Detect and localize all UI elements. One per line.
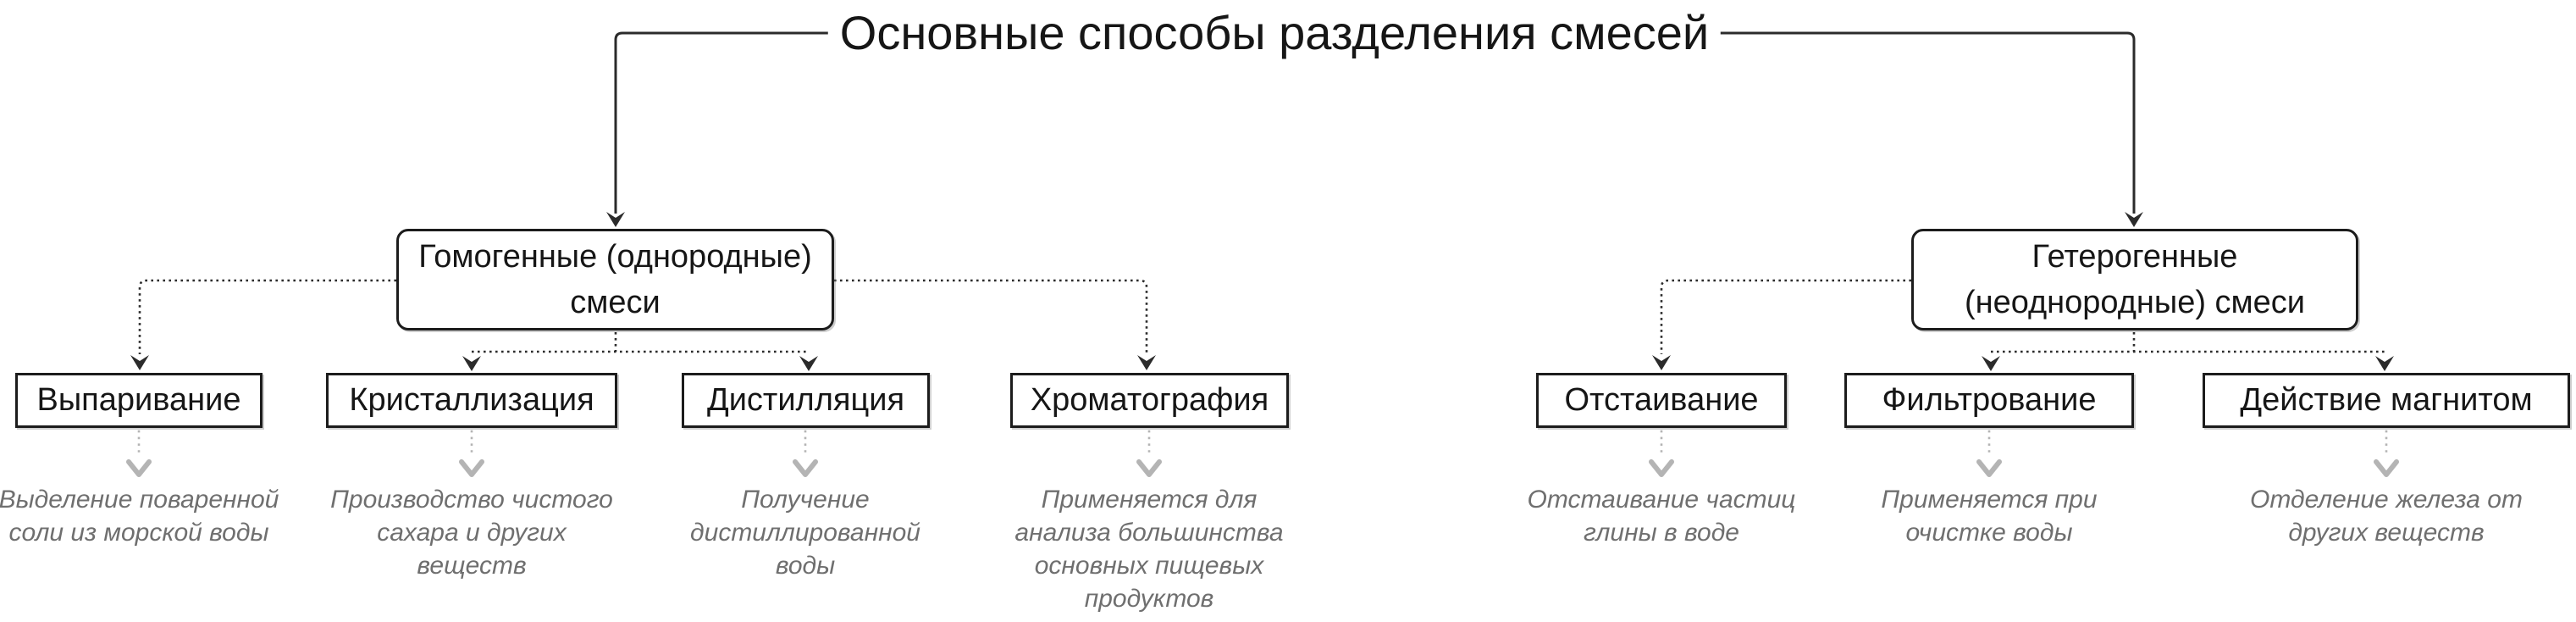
arrowhead-filtration [1982,356,2000,371]
node-crystallization: Кристаллизация [326,373,617,428]
node-chromatography: Хроматография [1010,373,1289,428]
node-settling: Отстаивание [1536,373,1787,428]
arrowhead-distillation [799,356,818,371]
chevron-chromatography [1136,459,1162,477]
connector-to-settling [1660,279,1917,354]
node-filtration: Фильтрование [1844,373,2134,428]
arrowhead-magnet [2375,356,2394,371]
method-description-leaders [137,424,2388,455]
chevron-settling [1649,459,1674,477]
chevron-magnet [2374,459,2399,477]
arrowhead-homogeneous [606,212,625,227]
node-heterogeneous-mixtures: Гетерогенные (неоднородные) смеси [1911,229,2358,330]
arrowhead-chromatography [1137,355,1156,370]
node-homogeneous-mixtures: Гомогенные (однородные) смеси [396,229,834,330]
chevron-filtration [1976,459,2002,477]
node-distillation: Дистилляция [682,373,930,428]
node-evaporation: Выпаривание [15,373,263,428]
description-chromatography: Применяется для анализа большинства осно… [1014,486,1284,613]
connector-title-to-heterogeneous [1274,31,2136,214]
description-distillation: Получение дистиллированной воды [690,486,920,580]
dotted-arrowheads [130,355,2394,371]
arrowhead-evaporation [130,355,149,370]
arrowhead-crystallization [462,356,481,371]
diagram-title: Основные способы разделения смесей [827,6,1722,60]
chevron-evaporation [126,459,152,477]
node-magnet-action: Действие магнитом [2203,373,2570,428]
arrowhead-settling [1652,355,1671,370]
arrowhead-heterogeneous [2125,212,2143,227]
description-filtration: Применяется при очистке воды [1881,486,2098,547]
chevron-crystallization [459,459,484,477]
description-magnet-action: Отделение железа от других веществ [2250,486,2523,547]
gray-chevron-arrowheads [126,459,2399,477]
connector-to-evaporation [138,279,402,354]
branch-method-connectors [138,279,2385,354]
solid-arrowheads [606,212,2143,227]
description-crystallization: Производство чистого сахара и других вещ… [330,486,613,580]
description-evaporation: Выделение поваренной соли из морской вод… [0,486,279,547]
connector-title-to-homogeneous [614,31,1274,214]
connector-to-chromatography [828,279,1148,354]
chevron-distillation [793,459,818,477]
title-branch-connectors [614,31,2136,214]
description-settling: Отстаивание частиц глины в воде [1527,486,1796,547]
